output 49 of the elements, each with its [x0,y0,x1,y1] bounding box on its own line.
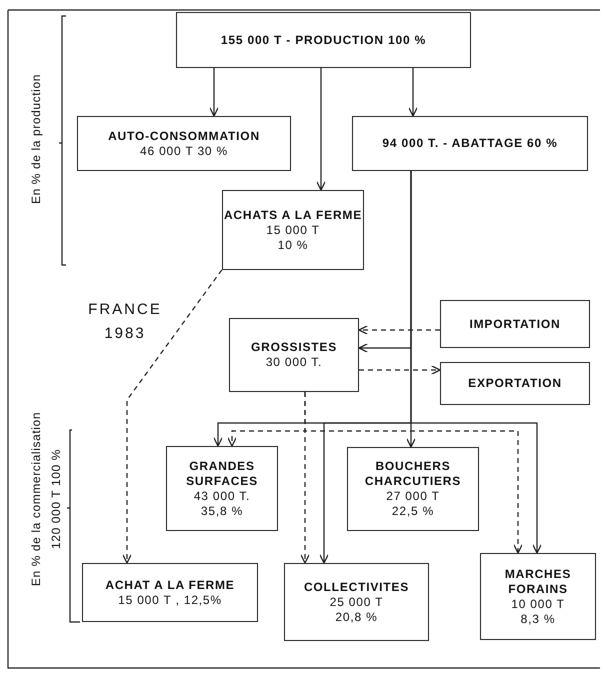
box-value: 22,5 % [392,504,434,519]
flow-box [77,116,291,171]
box-value: 20,8 % [335,610,378,624]
flow-box [229,318,359,392]
box-value: 46 000 T 30 % [140,144,228,158]
flow-box [480,553,596,640]
flow-box [352,116,588,171]
box-title: COLLECTIVITES [304,580,410,594]
box-title: 155 000 T - PRODUCTION 100 % [220,32,426,48]
box-title: AUTO-CONSOMMATION [108,128,260,144]
flow-box [440,362,590,405]
box-value: 27 000 T [386,489,440,504]
box-title: GROSSISTES [250,340,338,355]
box-value: 8,3 % [520,612,556,626]
box-value: 30 000 T. [266,355,322,370]
flow-box [166,446,278,531]
arrow [359,365,441,375]
flow-box [440,300,590,348]
box-title: MARCHES FORAINS [504,566,572,596]
box-value: 25 000 T [330,594,384,610]
axis-label: En % de la commercialisation [29,410,43,588]
box-value: 35,8 % [200,504,244,518]
arrow [304,392,523,554]
axis-label: En % de la production [29,73,43,206]
box-title: IMPORTATION [469,316,560,332]
title-label: FRANCE 1983 [87,300,163,344]
flow-box [284,563,429,641]
arrow [122,270,222,564]
box-title: ACHATS A LA FERME [224,208,362,222]
arrow [410,171,542,554]
flow-box [347,447,479,531]
arrow [209,68,219,117]
arrow [408,68,418,117]
box-title: GRANDES SURFACES [185,458,259,488]
box-value: 43 000 T. [194,488,250,504]
arrow [316,68,326,191]
flow-box [82,563,258,622]
box-title: EXPORTATION [468,376,562,391]
flow-box [222,190,364,270]
box-value: 15 000 T , 12,5% [118,592,222,608]
box-value: 15 000 T [266,222,320,238]
box-title: BOUCHERS CHARCUTIERS [364,459,462,489]
axis-label: 120 000 T 100 % [49,448,63,551]
box-title: ACHAT A LA FERME [105,578,235,592]
box-title: 94 000 T. - ABATTAGE 60 % [382,136,558,151]
arrow [358,325,440,335]
box-value: 10 000 T [511,596,565,612]
box-value: 10 % [278,238,308,252]
flow-box [176,12,471,68]
